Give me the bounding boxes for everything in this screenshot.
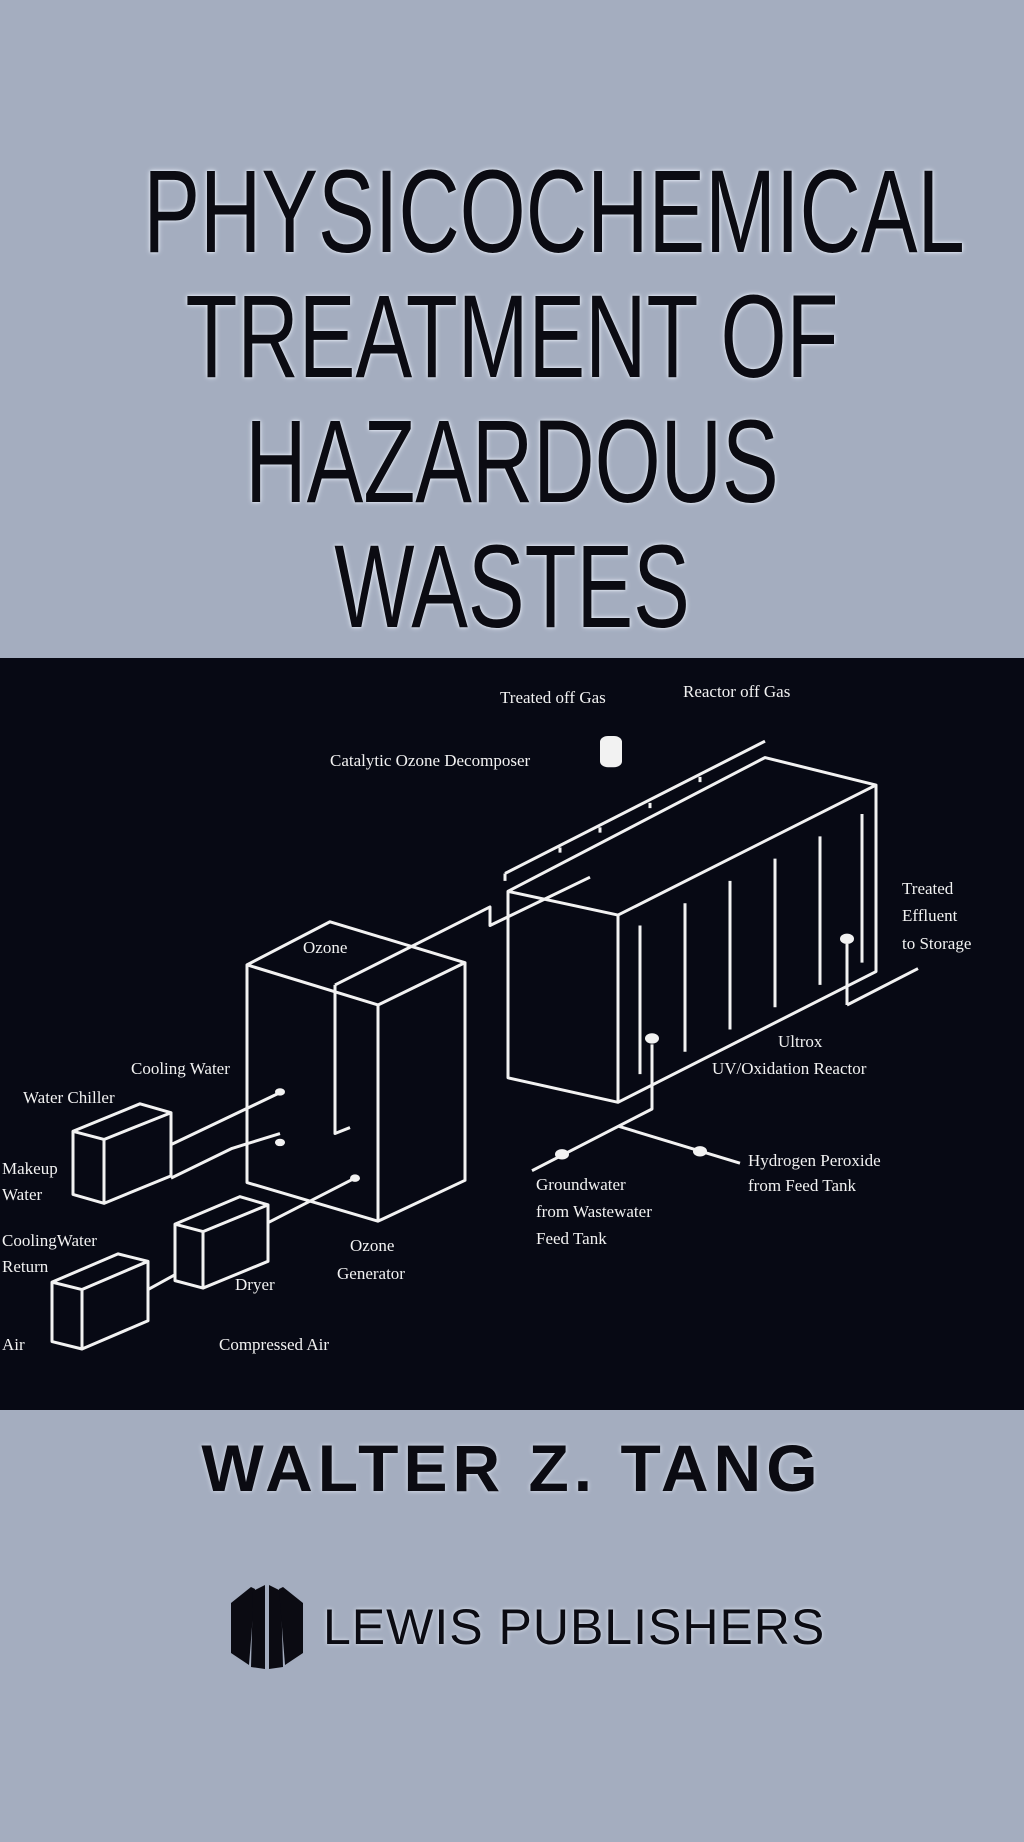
label-catalytic-ozone-decomposer: Catalytic Ozone Decomposer [330, 751, 530, 770]
label-ultrox-2: UV/Oxidation Reactor [712, 1059, 867, 1078]
label-groundwater-2: from Wastewater [536, 1202, 652, 1221]
label-reactor-off-gas: Reactor off Gas [683, 682, 790, 701]
publisher-name: LEWIS PUBLISHERS [323, 1599, 826, 1655]
valve-icon [840, 933, 854, 945]
pump-icon [693, 1146, 707, 1157]
label-makeup-water-2: Water [2, 1185, 42, 1204]
feed-pipe [532, 1044, 740, 1170]
title-line-2: TREATMENT OF [185, 271, 839, 403]
label-air: Air [2, 1335, 25, 1354]
effluent-pipe [847, 944, 918, 1005]
label-treated-effluent-2: Effluent [902, 906, 958, 925]
label-cooling-water-return-1: CoolingWater [2, 1231, 97, 1250]
label-ozone-generator-1: Ozone [350, 1236, 394, 1255]
pump-icon [555, 1149, 569, 1160]
label-treated-off-gas: Treated off Gas [500, 688, 606, 707]
compressor-shape [52, 1254, 148, 1349]
valve-icon [350, 1174, 360, 1182]
publisher: LEWIS PUBLISHERS [229, 1582, 825, 1672]
valve-icon [275, 1088, 285, 1096]
reactor-top-manifold [505, 741, 765, 881]
ozone-pipe [335, 877, 590, 1133]
label-groundwater-3: Feed Tank [536, 1229, 607, 1248]
label-hydrogen-peroxide-2: from Feed Tank [748, 1176, 857, 1195]
title-line-4: WASTES [334, 521, 690, 653]
book-pages-logo-icon [231, 1585, 303, 1669]
label-ozone-generator-2: Generator [337, 1264, 405, 1283]
title-line-3: HAZARDOUS [245, 396, 779, 528]
label-cooling-water-return-2: Return [2, 1257, 49, 1276]
label-cooling-water: Cooling Water [131, 1059, 230, 1078]
label-groundwater-1: Groundwater [536, 1175, 626, 1194]
valve-icon [275, 1138, 285, 1147]
water-chiller-shape [73, 1104, 171, 1204]
label-ultrox-1: Ultrox [778, 1032, 823, 1051]
label-makeup-water-1: Makeup [2, 1159, 58, 1178]
author-name: WALTER Z. TANG [201, 1431, 823, 1505]
catalytic-ozone-decomposer-icon [600, 736, 622, 768]
uv-reactor-shape [508, 758, 876, 1103]
valve-icon [645, 1033, 659, 1044]
label-dryer: Dryer [235, 1275, 275, 1294]
label-hydrogen-peroxide-1: Hydrogen Peroxide [748, 1151, 881, 1170]
cooling-lines [148, 1093, 355, 1290]
label-ozone: Ozone [303, 938, 347, 957]
label-treated-effluent-1: Treated [902, 879, 954, 898]
process-diagram-band: Treated off Gas Reactor off Gas Catalyti… [0, 658, 1024, 1410]
label-compressed-air: Compressed Air [219, 1335, 329, 1354]
process-diagram: Treated off Gas Reactor off Gas Catalyti… [2, 682, 971, 1354]
reactor-uv-lamps [640, 814, 862, 1074]
dryer-shape [175, 1197, 268, 1288]
book-title: PHYSICOCHEMICAL TREATMENT OF HAZARDOUS W… [0, 150, 1024, 650]
title-line-1: PHYSICOCHEMICAL [143, 146, 965, 278]
label-treated-effluent-3: to Storage [902, 934, 971, 953]
label-water-chiller: Water Chiller [23, 1088, 115, 1107]
